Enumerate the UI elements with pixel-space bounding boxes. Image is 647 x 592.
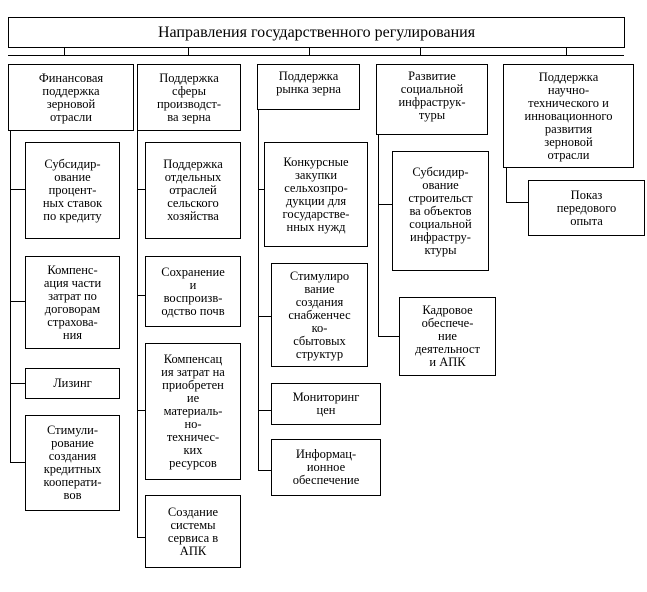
column-header-innovation-development: Поддержка научно- технического и инновац…: [503, 64, 634, 168]
item-information-support: Информац- ионное обеспечение: [271, 439, 381, 496]
connector-line: [137, 295, 145, 296]
diagram-title: Направления государственного регулирован…: [8, 17, 625, 48]
connector-line: [188, 48, 189, 56]
item-insurance-compensation: Компенс- ация части затрат по договорам …: [25, 256, 120, 349]
connector-line: [64, 48, 65, 56]
connector-line: [10, 383, 25, 384]
column-header-production-support: Поддержка сферы производст- ва зерна: [137, 64, 241, 131]
item-interest-rate-subsidy: Субсидир- ование процент- ных ставок по …: [25, 142, 120, 239]
item-credit-cooperatives: Стимули- рование создания кредитных кооп…: [25, 415, 120, 511]
connector-line: [506, 167, 507, 203]
connector-line: [420, 48, 421, 56]
item-best-practice-demo: Показ передового опыта: [528, 180, 645, 236]
connector-line: [506, 202, 529, 203]
item-soil-preservation: Сохранение и воспроизв- одство почв: [145, 256, 241, 327]
item-personnel-support: Кадровое обеспече- ние деятельност и АПК: [399, 297, 496, 376]
column-header-market-support: Поддержка рынка зерна: [257, 64, 360, 110]
item-resource-compensation: Компенсац ия затрат на приобретен ие мат…: [145, 343, 241, 480]
column-header-social-infrastructure: Развитие социальной инфраструк- туры: [376, 64, 488, 135]
item-competitive-purchases: Конкурсные закупки сельхозпро- дукции дл…: [264, 142, 368, 247]
connector-line: [137, 130, 138, 538]
connector-line: [258, 109, 259, 471]
connector-line: [258, 189, 266, 190]
item-agriculture-branches: Поддержка отдельных отраслей сельского х…: [145, 142, 241, 239]
connector-line: [10, 301, 25, 302]
item-leasing: Лизинг: [25, 368, 120, 399]
connector-line: [10, 189, 25, 190]
item-social-construction-subsidy: Субсидир- ование строительст ва объектов…: [392, 151, 489, 271]
connector-line: [258, 316, 272, 317]
connector-line: [10, 130, 11, 463]
connector-line: [378, 134, 379, 337]
connector-line: [309, 48, 310, 56]
column-header-financial-support: Финансовая поддержка зерновой отрасли: [8, 64, 134, 131]
connector-line: [378, 204, 393, 205]
connector-line: [137, 410, 145, 411]
connector-line: [8, 55, 624, 56]
connector-line: [258, 410, 272, 411]
item-supply-structures: Стимулиро вание создания снабженчес ко- …: [271, 263, 368, 367]
item-price-monitoring: Мониторинг цен: [271, 383, 381, 425]
connector-line: [258, 470, 272, 471]
connector-line: [566, 48, 567, 56]
item-service-system: Создание системы сервиса в АПК: [145, 495, 241, 568]
connector-line: [378, 336, 400, 337]
connector-line: [137, 537, 145, 538]
connector-line: [137, 189, 145, 190]
connector-line: [10, 462, 25, 463]
